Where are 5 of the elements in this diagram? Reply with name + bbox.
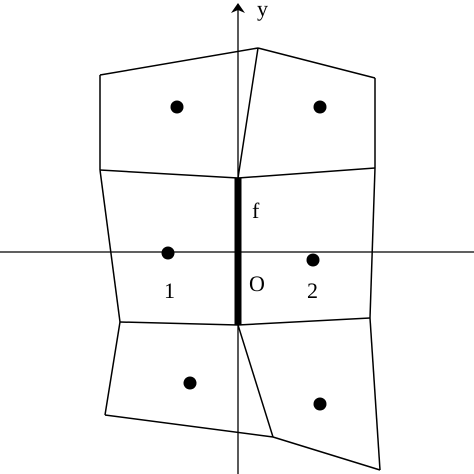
axis-label: y	[257, 0, 268, 20]
cell-label: 2	[307, 280, 318, 302]
interface-label: f	[252, 200, 260, 222]
origin-label: O	[249, 273, 265, 295]
cell-label: 1	[164, 280, 175, 302]
